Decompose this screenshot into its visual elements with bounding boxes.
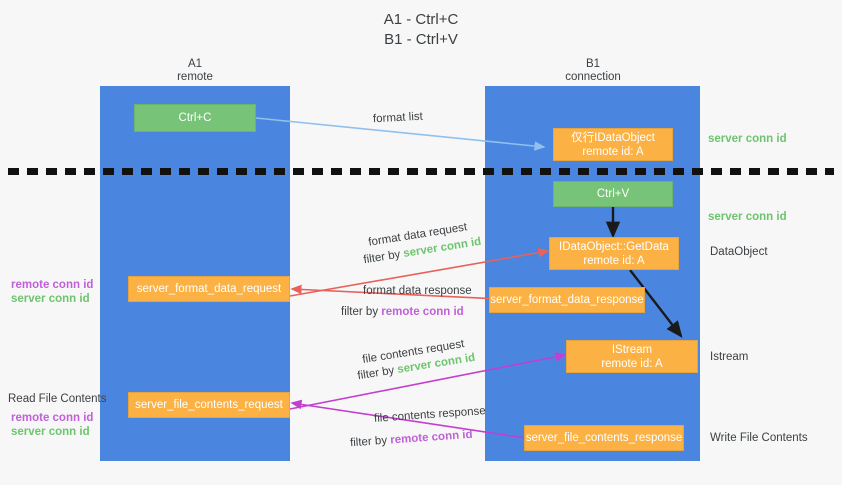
node-idataobject-getdata[interactable]: IDataObject::GetData remote id: A	[549, 237, 679, 270]
edge-label-file-contents-response: file contents response	[374, 404, 487, 427]
column-header-a1-sub: remote	[177, 71, 213, 83]
node-server-format-data-response[interactable]: server_format_data_response	[489, 287, 645, 313]
node-istream-sub: remote id: A	[601, 357, 663, 370]
node-server-format-data-request-label: server_format_data_request	[136, 283, 282, 295]
edge-label-file-contents-response-filter-prefix: filter by	[349, 434, 391, 450]
node-ctrl-v-label: Ctrl+V	[596, 188, 630, 200]
edge-label-file-contents-response-filter-value: remote conn id	[389, 428, 473, 447]
title-line-2: B1 - Ctrl+V	[384, 31, 458, 48]
annotation-dataobject: DataObject	[710, 245, 768, 259]
title-line-1: A1 - Ctrl+C	[383, 11, 459, 28]
column-header-a1: A1 remote	[130, 58, 260, 84]
node-ctrl-c[interactable]: Ctrl+C	[134, 104, 256, 132]
annotation-left-conn-ids-lower: remote conn id server conn id	[11, 411, 93, 439]
annotation-istream: Istream	[710, 350, 748, 364]
node-idataobject[interactable]: 仅行IDataObject remote id: A	[553, 128, 673, 161]
annotation-server-conn-id-top: server conn id	[708, 132, 787, 146]
edge-label-format-data-response-filter-value: remote conn id	[381, 306, 464, 318]
node-server-format-data-response-label: server_format_data_response	[490, 294, 644, 306]
node-idataobject-label: 仅行IDataObject	[571, 131, 655, 144]
node-server-file-contents-response[interactable]: server_file_contents_response	[524, 425, 684, 451]
node-server-file-contents-request[interactable]: server_file_contents_request	[128, 392, 290, 418]
annotation-server-conn-id-mid-text: server conn id	[708, 211, 787, 223]
annotation-left-server-conn-id-lower: server conn id	[11, 426, 90, 438]
annotation-left-server-conn-id-upper: server conn id	[11, 293, 90, 305]
column-header-b1-sub: connection	[565, 71, 621, 83]
column-header-b1: B1 connection	[528, 58, 658, 84]
node-idataobject-getdata-label: IDataObject::GetData	[559, 240, 669, 253]
edge-label-format-data-response-filter-prefix: filter by	[341, 306, 382, 318]
node-istream[interactable]: IStream remote id: A	[566, 340, 698, 373]
node-server-format-data-request[interactable]: server_format_data_request	[128, 276, 290, 302]
node-idataobject-sub: remote id: A	[582, 145, 644, 158]
annotation-read-file-contents-text: Read File Contents	[8, 393, 107, 405]
annotation-server-conn-id-mid: server conn id	[708, 210, 787, 224]
annotation-write-file-contents-text: Write File Contents	[710, 432, 808, 444]
edge-label-format-list-text: format list	[372, 110, 424, 126]
page-title: A1 - Ctrl+C B1 - Ctrl+V	[0, 10, 842, 50]
divider-dashed-line	[8, 168, 834, 175]
node-ctrl-v[interactable]: Ctrl+V	[553, 181, 673, 207]
column-header-a1-name: A1	[187, 58, 203, 70]
node-ctrl-c-label: Ctrl+C	[178, 112, 212, 124]
edge-label-file-contents-response-text: file contents response	[373, 405, 487, 425]
edge-label-format-data-response-text: format data response	[363, 285, 472, 297]
annotation-left-remote-conn-id-upper: remote conn id	[11, 279, 94, 291]
edge-label-file-contents-response-filter: filter by remote conn id	[350, 428, 473, 452]
edge-label-format-data-response: format data response	[363, 284, 472, 299]
node-istream-label: IStream	[611, 343, 653, 356]
annotation-write-file-contents: Write File Contents	[710, 431, 808, 445]
annotation-read-file-contents: Read File Contents	[8, 392, 106, 406]
node-idataobject-getdata-sub: remote id: A	[583, 254, 645, 267]
edge-label-format-data-response-filter: filter by remote conn id	[341, 305, 464, 320]
annotation-dataobject-text: DataObject	[710, 246, 768, 258]
column-header-b1-name: B1	[585, 58, 601, 70]
annotation-left-conn-ids-upper: remote conn id server conn id	[11, 278, 93, 306]
annotation-server-conn-id-top-text: server conn id	[708, 133, 787, 145]
node-server-file-contents-request-label: server_file_contents_request	[135, 399, 283, 411]
annotation-left-remote-conn-id-lower: remote conn id	[11, 412, 94, 424]
edge-label-format-list: format list	[373, 110, 424, 128]
annotation-istream-text: Istream	[710, 351, 749, 363]
node-server-file-contents-response-label: server_file_contents_response	[525, 432, 683, 444]
